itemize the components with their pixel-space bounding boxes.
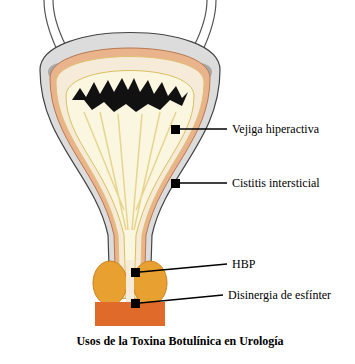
urethra	[126, 260, 134, 302]
bladder-wall	[40, 33, 220, 299]
sphincter	[95, 302, 165, 326]
marker-square	[131, 299, 140, 308]
part-label: Cistitis intersticial	[232, 176, 320, 190]
leader-line	[140, 295, 223, 303]
marker-square	[131, 268, 140, 277]
prostate-lobe	[133, 261, 167, 305]
part-label: Disinergia de esfínter	[228, 288, 331, 302]
ureter	[202, 0, 216, 52]
ureter	[53, 0, 66, 46]
leader-line	[180, 182, 227, 184]
prostate-lobe	[93, 261, 127, 305]
ureter	[44, 0, 58, 52]
marker-square	[171, 125, 180, 134]
mucosa	[72, 78, 188, 112]
leader-line	[180, 128, 227, 130]
part-label: HBP	[232, 257, 255, 271]
caption: Usos de la Toxina Botulínica en Urología	[76, 334, 283, 348]
marker-square	[171, 179, 180, 188]
leader-line	[140, 264, 227, 272]
striation	[84, 112, 176, 230]
part-label: Vejiga hiperactiva	[232, 122, 319, 136]
ureter	[194, 0, 207, 46]
